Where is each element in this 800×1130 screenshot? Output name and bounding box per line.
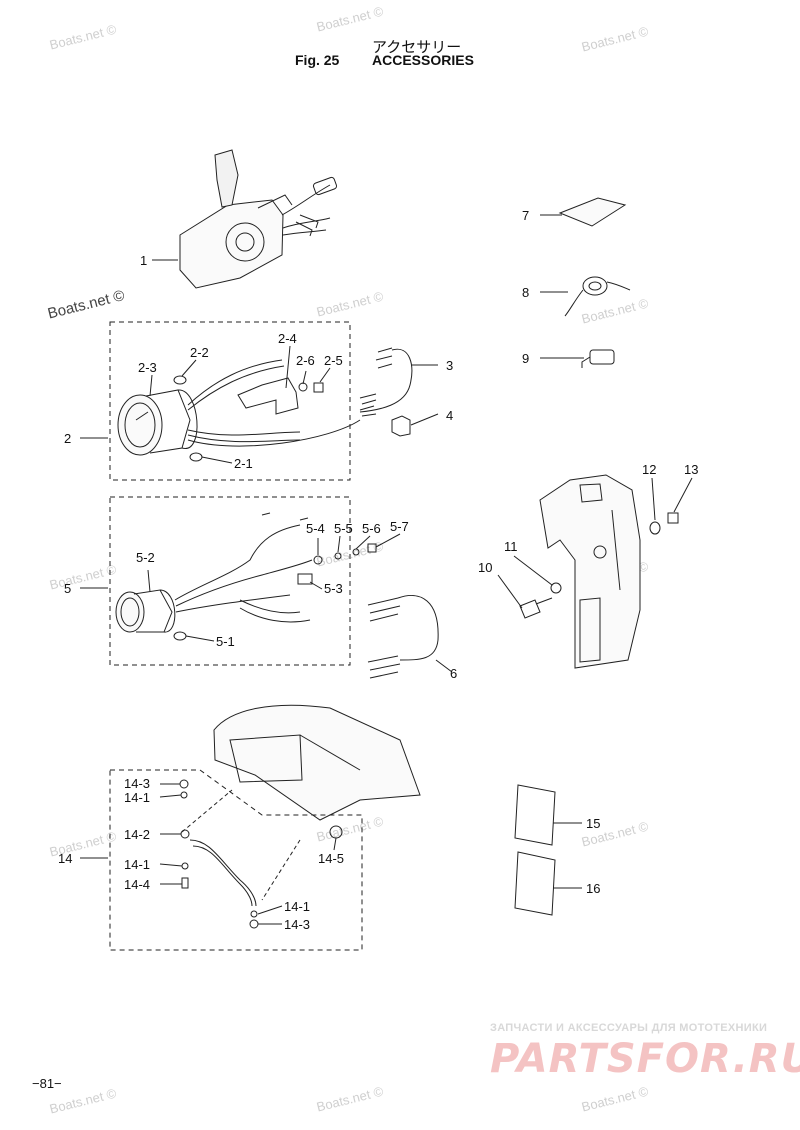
callout-14-3: 14-3 xyxy=(284,917,310,932)
washer xyxy=(550,582,562,594)
callout-13: 13 xyxy=(684,462,698,477)
washer xyxy=(250,910,258,918)
callout-5-6: 5-6 xyxy=(362,521,381,536)
callout-2-1: 2-1 xyxy=(234,456,253,471)
callout-9: 9 xyxy=(522,351,529,366)
tachometer xyxy=(117,389,198,456)
callout-1: 1 xyxy=(140,253,147,268)
callout-16: 16 xyxy=(586,881,600,896)
title-english: ACCESSORIES xyxy=(372,52,474,68)
callout-5-1: 5-1 xyxy=(216,634,235,649)
part-9 xyxy=(581,349,615,368)
wire-harness xyxy=(359,347,413,417)
callout-7: 7 xyxy=(522,208,529,223)
callout-14-1: 14-1 xyxy=(124,790,150,805)
callout-3: 3 xyxy=(446,358,453,373)
callout-5-5: 5-5 xyxy=(334,521,353,536)
callout-5-2: 5-2 xyxy=(136,550,155,565)
bolt xyxy=(519,597,553,619)
callout-14-1: 14-1 xyxy=(284,899,310,914)
callout-14: 14 xyxy=(58,851,72,866)
group-2-box xyxy=(109,321,351,481)
bulb xyxy=(173,631,187,641)
brand-logo: PARTSFOR.RU xyxy=(490,1036,800,1082)
group-14-box xyxy=(109,769,363,951)
clamp-bracket xyxy=(539,474,641,669)
callout-11: 11 xyxy=(504,539,518,554)
washer xyxy=(334,552,342,560)
callout-15: 15 xyxy=(586,816,600,831)
bracket xyxy=(237,377,299,415)
ground-lead xyxy=(189,839,257,907)
spring-coil xyxy=(564,276,631,317)
nut xyxy=(313,382,324,393)
callout-8: 8 xyxy=(522,285,529,300)
callout-10: 10 xyxy=(478,560,492,575)
cap xyxy=(179,779,189,789)
decal xyxy=(514,851,556,916)
callout-2: 2 xyxy=(64,431,71,446)
trim-meter xyxy=(115,589,176,633)
page-number: −81− xyxy=(32,1076,62,1091)
callout-5: 5 xyxy=(64,581,71,596)
cap xyxy=(329,825,343,839)
callout-14-4: 14-4 xyxy=(124,877,150,892)
callout-12: 12 xyxy=(642,462,656,477)
callout-4: 4 xyxy=(446,408,453,423)
callout-5-3: 5-3 xyxy=(324,581,343,596)
washer xyxy=(313,555,323,565)
callout-6: 6 xyxy=(450,666,457,681)
callout-2-3: 2-3 xyxy=(138,360,157,375)
callout-2-2: 2-2 xyxy=(190,345,209,360)
nut xyxy=(367,543,377,553)
part-7 xyxy=(558,197,627,227)
washer xyxy=(181,862,189,870)
washer xyxy=(649,521,661,535)
washer xyxy=(180,791,188,799)
callout-5-7: 5-7 xyxy=(390,519,409,534)
callout-5-4: 5-4 xyxy=(306,521,325,536)
title-japanese: アクセサリー xyxy=(372,39,462,56)
callout-14-2: 14-2 xyxy=(124,827,150,842)
callout-2-6: 2-6 xyxy=(296,353,315,368)
callout-2-5: 2-5 xyxy=(324,353,343,368)
brand-tagline: ЗАПЧАСТИ И АКСЕССУАРЫ ДЛЯ МОТОТЕХНИКИ xyxy=(490,1022,768,1034)
decal xyxy=(514,784,556,846)
cap xyxy=(249,919,259,929)
callout-2-4: 2-4 xyxy=(278,331,297,346)
bolt xyxy=(181,877,189,889)
figure-number: Fig. 25 xyxy=(295,52,340,68)
callout-14-5: 14-5 xyxy=(318,851,344,866)
engine-cowling xyxy=(213,704,421,821)
bulb xyxy=(189,452,203,462)
extension-harness xyxy=(367,594,439,679)
nut xyxy=(667,512,679,524)
remote-control-box xyxy=(179,149,338,289)
washer xyxy=(352,548,360,556)
callout-14-1: 14-1 xyxy=(124,857,150,872)
washer xyxy=(298,382,308,392)
group-5-box xyxy=(109,496,351,666)
callout-14-3: 14-3 xyxy=(124,776,150,791)
clip xyxy=(391,415,411,437)
connector xyxy=(297,573,313,585)
bulb xyxy=(173,375,187,385)
